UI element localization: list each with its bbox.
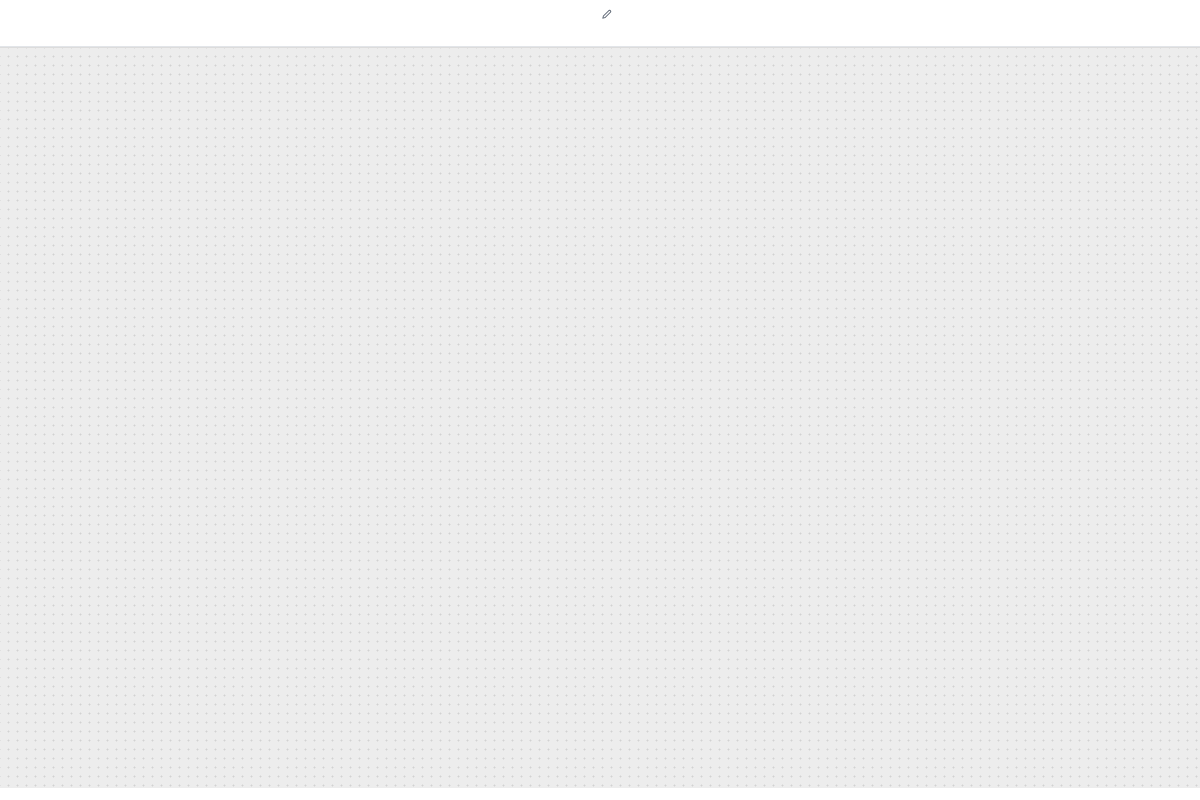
pencil-icon [601, 7, 612, 25]
edit-title-button[interactable] [601, 7, 612, 25]
tabs-bar [0, 30, 1200, 46]
top-bar [0, 0, 1200, 47]
title-row [0, 0, 1200, 30]
workflow-canvas[interactable] [0, 47, 1200, 788]
